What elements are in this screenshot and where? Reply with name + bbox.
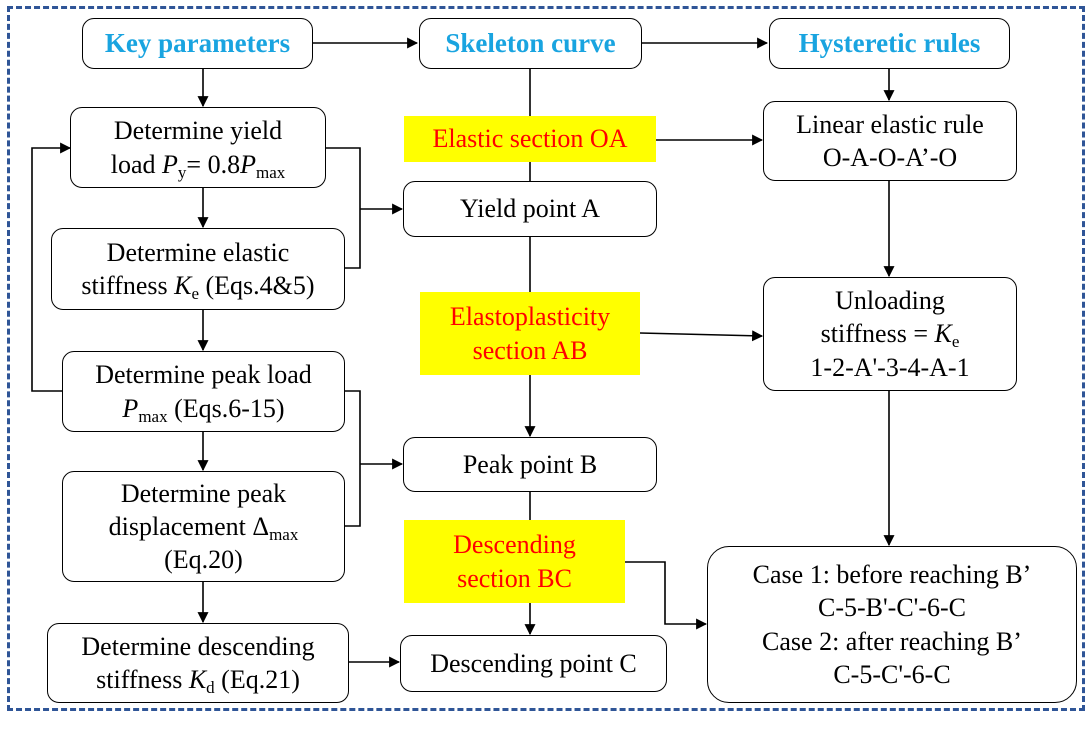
arrow-feedback-loop <box>31 142 72 392</box>
arrow-descending-to-cases <box>625 561 708 630</box>
arrow-elastoplastic-to-unloading <box>639 330 764 342</box>
bracket-yield-load <box>326 147 361 269</box>
box-determine-peak-displacement: Determine peak displacement Δmax (Eq.20) <box>62 471 345 582</box>
box-unloading-stiffness: Unloading stiffness = Ke 1-2-A'-3-4-A-1 <box>763 277 1017 391</box>
box-determine-peak-load: Determine peak load Pmax (Eqs.6-15) <box>62 351 345 432</box>
box-yield-point-a: Yield point A <box>403 181 657 237</box>
header-skeleton-curve: Skeleton curve <box>419 18 642 69</box>
box-hysteretic-cases: Case 1: before reaching B’ C-5-B'-C'-6-C… <box>707 546 1077 703</box>
label-descending-section-bc: Descending section BC <box>404 520 625 603</box>
box-determine-elastic-stiffness: Determine elastic stiffness Ke (Eqs.4&5) <box>51 228 345 310</box>
header-hysteretic-rules: Hysteretic rules <box>769 18 1010 69</box>
box-linear-elastic-rule: Linear elastic rule O-A-O-A’-O <box>763 101 1017 181</box>
box-determine-descending-stiffness: Determine descending stiffness Kd (Eq.21… <box>47 623 349 703</box>
box-peak-point-b: Peak point B <box>403 437 657 492</box>
box-descending-point-c: Descending point C <box>400 635 667 692</box>
label-elastoplasticity-section-ab: Elastoplasticity section AB <box>420 292 640 375</box>
label-elastic-section-oa: Elastic section OA <box>404 116 656 162</box>
box-determine-yield-load: Determine yield load Py= 0.8Pmax <box>70 107 326 188</box>
header-key-parameters: Key parameters <box>82 18 313 69</box>
dashed-frame <box>7 6 1085 711</box>
bracket-peak-load <box>345 390 361 527</box>
